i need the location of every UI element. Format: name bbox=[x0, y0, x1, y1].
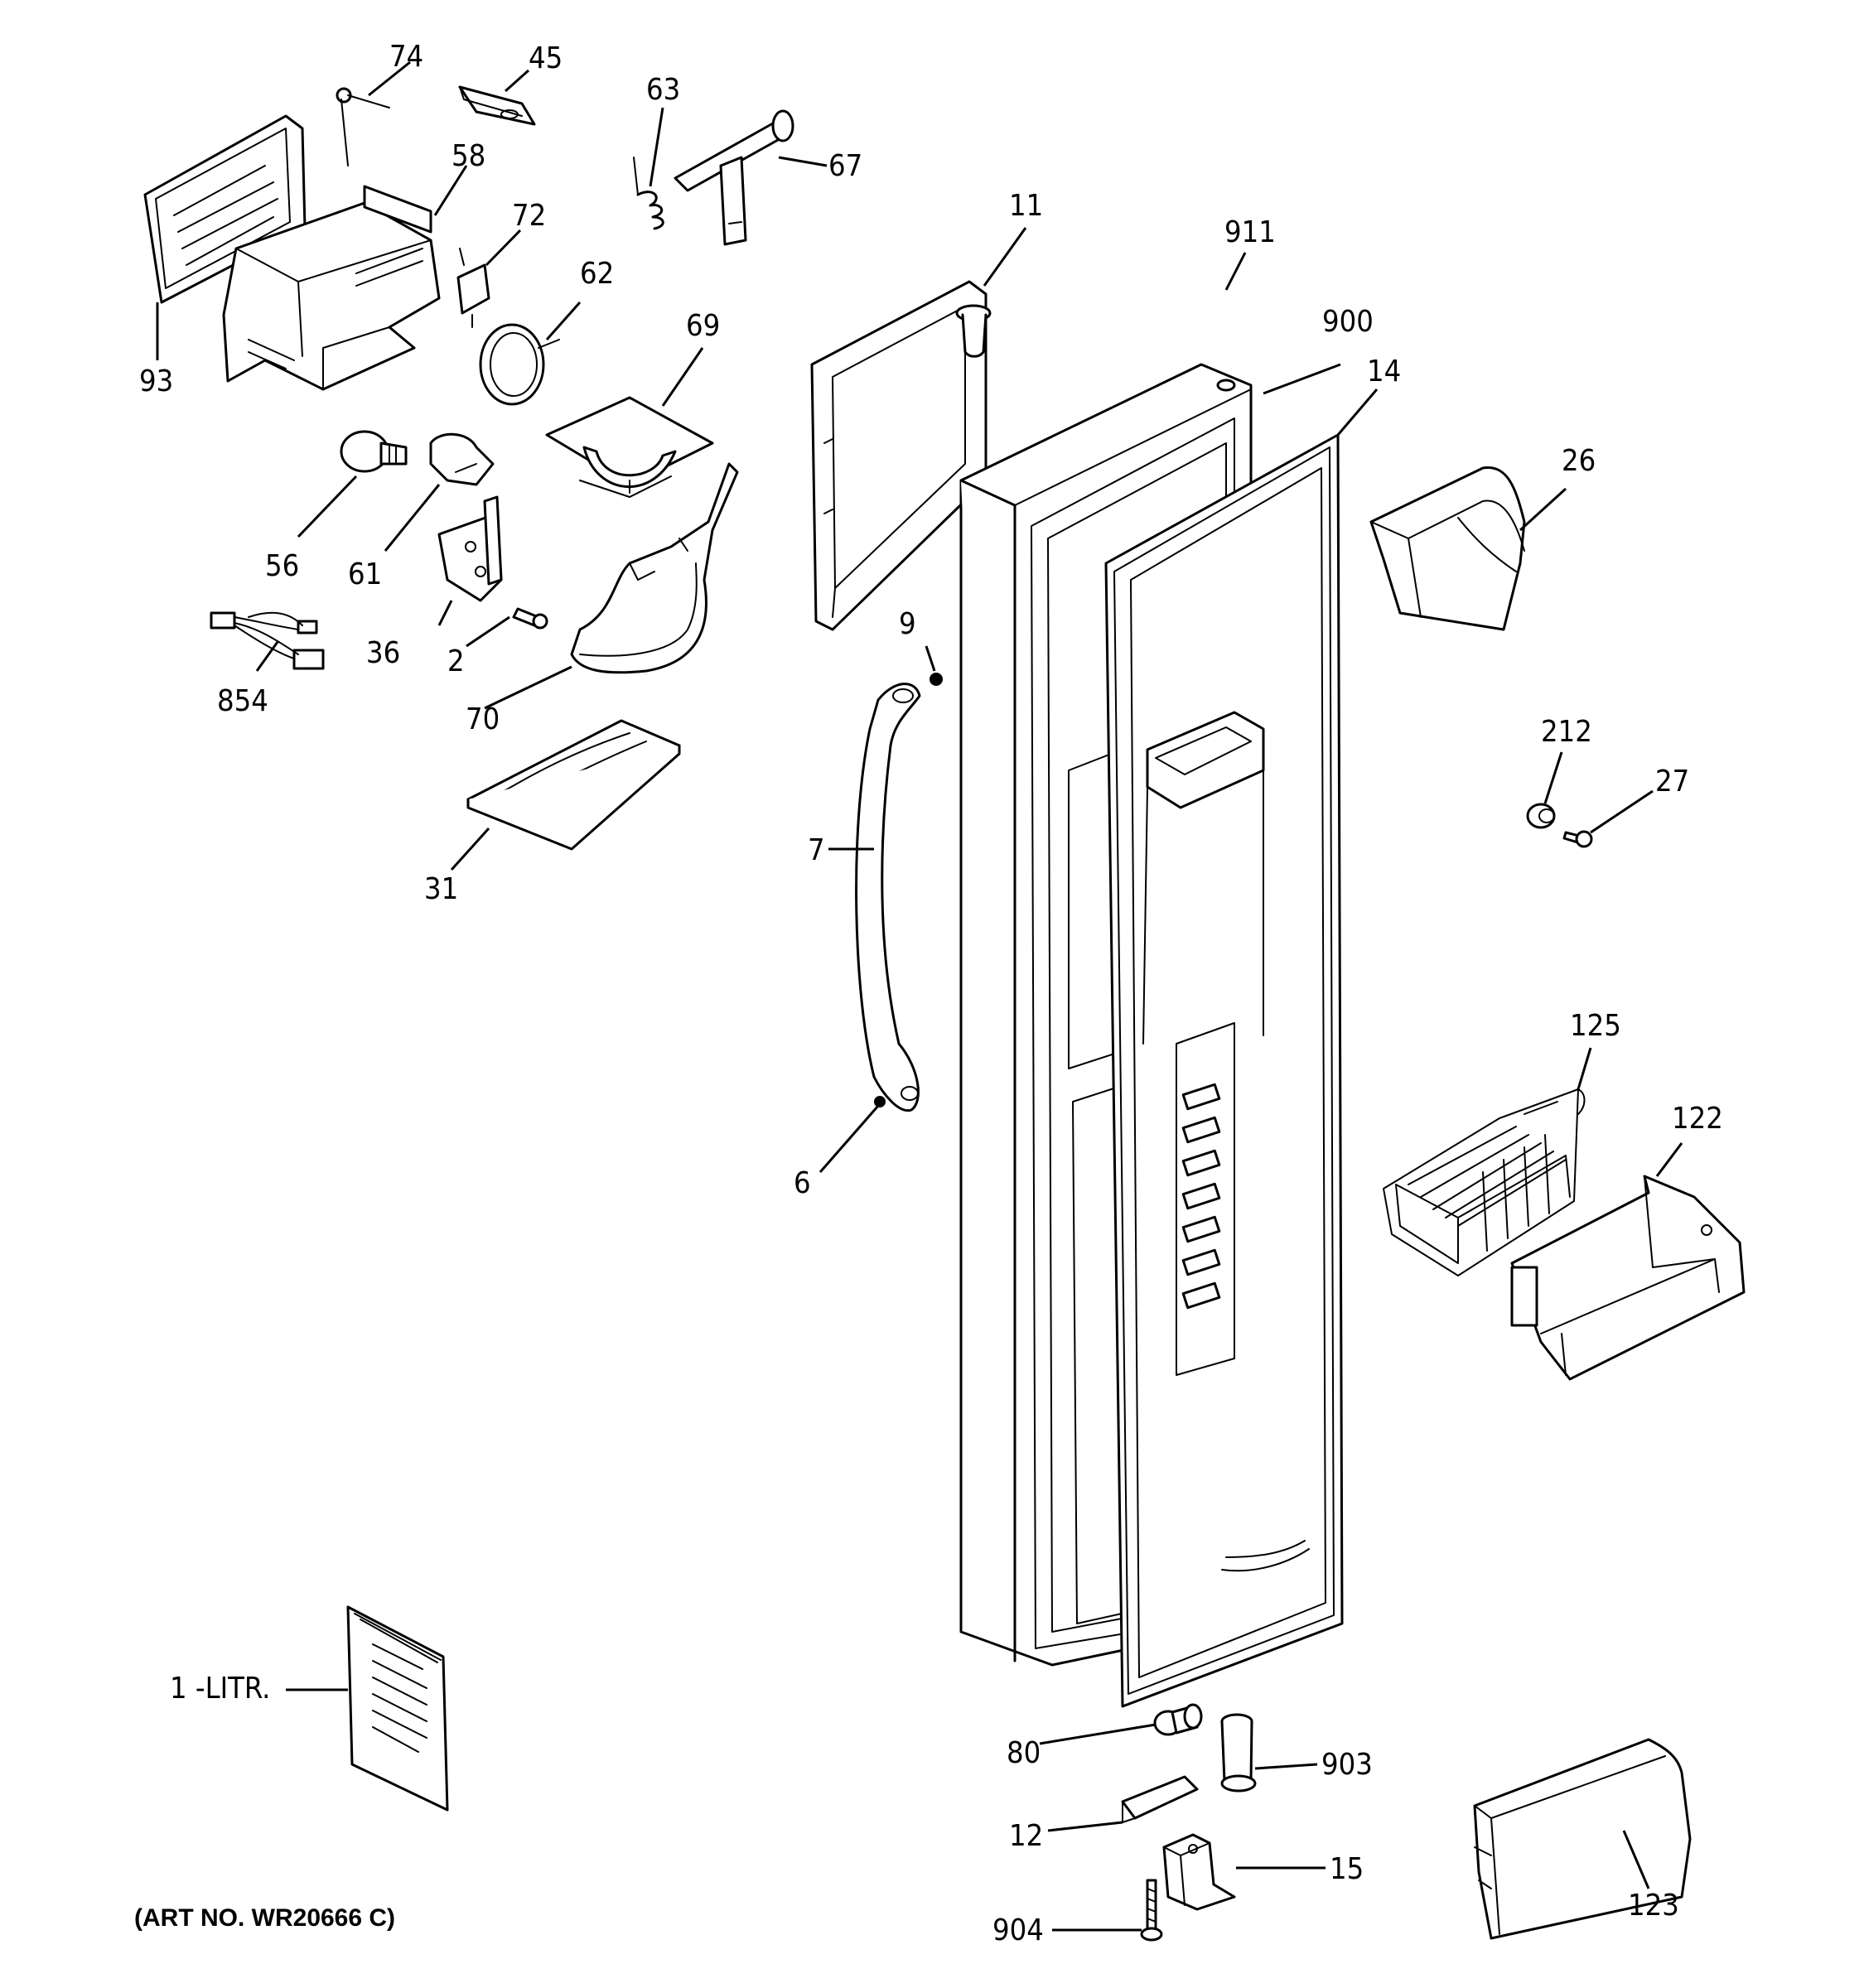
part-45-bracket bbox=[458, 85, 536, 126]
callout-56: 56 bbox=[265, 549, 299, 583]
callout-12: 12 bbox=[1009, 1819, 1043, 1853]
callout-63: 63 bbox=[646, 73, 680, 107]
callout-7: 7 bbox=[808, 833, 825, 867]
part-70-actuator bbox=[570, 462, 739, 674]
part-125-wire-basket bbox=[1383, 1088, 1586, 1276]
part-31-grille bbox=[466, 719, 681, 851]
part-7-handle bbox=[855, 683, 921, 1112]
callout-6: 6 bbox=[794, 1166, 811, 1200]
part-123-door-bin bbox=[1473, 1738, 1692, 1940]
part-6-screw bbox=[874, 1096, 886, 1107]
callout-911: 911 bbox=[1224, 215, 1276, 249]
callout-58: 58 bbox=[452, 139, 485, 173]
part-27-screw bbox=[1562, 830, 1593, 848]
part-9-screw bbox=[930, 673, 943, 686]
part-56-bulb bbox=[340, 430, 408, 473]
part-shelf-clips bbox=[1176, 1022, 1310, 1572]
part-36-bracket bbox=[437, 495, 503, 602]
part-1-literature bbox=[346, 1605, 449, 1812]
callout-123: 123 bbox=[1628, 1889, 1679, 1923]
part-122-bin bbox=[1510, 1175, 1746, 1381]
callout-72: 72 bbox=[512, 199, 546, 233]
part-62-ring bbox=[479, 323, 560, 406]
part-93-control-panel bbox=[143, 114, 307, 304]
callout-2: 2 bbox=[447, 644, 465, 678]
callout-61: 61 bbox=[348, 557, 382, 591]
callout-80: 80 bbox=[1007, 1736, 1041, 1770]
leader-lines bbox=[156, 60, 1683, 1932]
callout-125: 125 bbox=[1570, 1009, 1621, 1043]
part-72-switch bbox=[456, 248, 490, 328]
callout-212: 212 bbox=[1541, 715, 1592, 749]
part-26-bin bbox=[1369, 466, 1526, 631]
callout-93: 93 bbox=[139, 364, 173, 398]
part-911-bushing bbox=[955, 304, 992, 358]
part-58-dispenser-housing bbox=[222, 185, 441, 391]
part-12-bracket bbox=[1121, 1775, 1199, 1823]
callout-62: 62 bbox=[580, 257, 614, 291]
callout-69: 69 bbox=[686, 309, 720, 343]
part-dispenser-recess bbox=[1142, 711, 1265, 1045]
part-15-hinge bbox=[1162, 1833, 1236, 1911]
part-69-funnel bbox=[545, 396, 714, 498]
part-903-pin bbox=[1220, 1713, 1257, 1793]
callout-122: 122 bbox=[1672, 1102, 1723, 1136]
callout-67: 67 bbox=[828, 149, 862, 183]
callout-1-litr: 1 -LITR. bbox=[170, 1672, 270, 1706]
callout-854: 854 bbox=[217, 684, 268, 718]
callout-36: 36 bbox=[366, 636, 400, 670]
part-2-screw bbox=[512, 607, 548, 630]
part-212-bushing bbox=[1526, 803, 1556, 829]
callout-27: 27 bbox=[1655, 765, 1689, 799]
callout-31: 31 bbox=[424, 872, 458, 906]
part-80-bushing bbox=[1153, 1703, 1203, 1736]
callout-45: 45 bbox=[529, 41, 563, 75]
part-61-socket bbox=[429, 432, 495, 486]
part-74-spring bbox=[336, 87, 390, 166]
callout-15: 15 bbox=[1330, 1852, 1364, 1886]
callout-903: 903 bbox=[1321, 1748, 1373, 1782]
callout-70: 70 bbox=[466, 702, 500, 736]
callout-26: 26 bbox=[1562, 444, 1596, 478]
art-number: (ART NO. WR20666 C) bbox=[134, 1904, 395, 1932]
part-63-spring bbox=[633, 157, 664, 230]
callout-9: 9 bbox=[899, 607, 916, 641]
part-67-hinge bbox=[674, 109, 794, 246]
callout-11: 11 bbox=[1009, 189, 1043, 223]
callout-14: 14 bbox=[1367, 355, 1401, 388]
part-904-screw bbox=[1140, 1879, 1163, 1942]
part-14-gasket bbox=[1104, 433, 1344, 1708]
part-854-harness bbox=[210, 611, 325, 670]
callout-900: 900 bbox=[1322, 305, 1374, 339]
callout-904: 904 bbox=[992, 1913, 1044, 1947]
part-11-frame bbox=[810, 280, 988, 631]
callout-labels: 74 45 63 67 58 72 62 93 69 11 911 900 14… bbox=[134, 40, 1723, 1947]
callout-74: 74 bbox=[389, 40, 423, 74]
